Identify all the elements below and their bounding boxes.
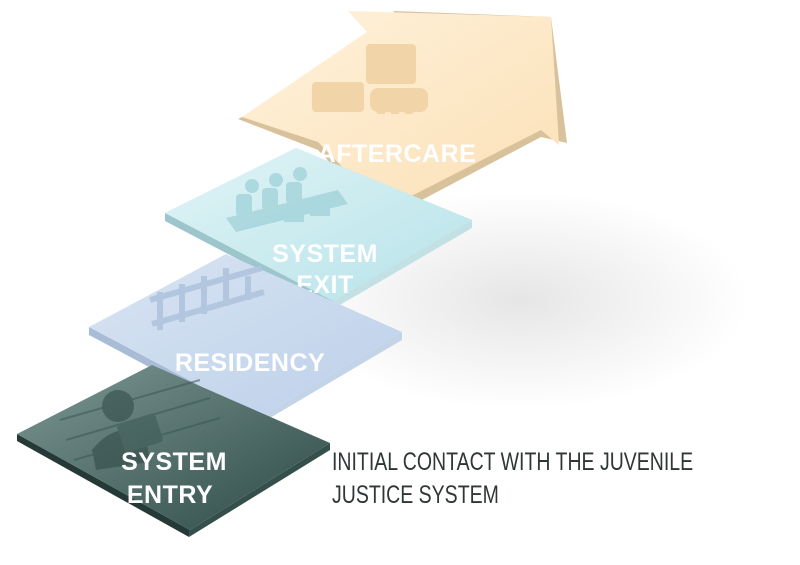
cell-bars-icon	[149, 265, 265, 330]
handshake-icon	[312, 44, 428, 114]
step-description: INITIAL CONTACT WITH THE JUVENILE JUSTIC…	[332, 446, 694, 512]
system-entry-line2: ENTRY	[127, 481, 213, 509]
step-aftercare: AFTERCARE	[238, 11, 567, 220]
caption-line1: INITIAL CONTACT WITH THE JUVENILE	[332, 448, 694, 476]
system-entry-line1: SYSTEM	[121, 448, 227, 476]
system-exit-line1: SYSTEM	[272, 240, 378, 268]
caption-line2: JUSTICE SYSTEM	[332, 481, 499, 509]
mugshot-icon	[59, 379, 221, 470]
courtroom-icon	[226, 167, 348, 232]
step-system-entry: SYSTEM ENTRY	[17, 365, 330, 537]
aftercare-label: AFTERCARE	[318, 140, 477, 168]
residency-label: RESIDENCY	[175, 349, 325, 377]
